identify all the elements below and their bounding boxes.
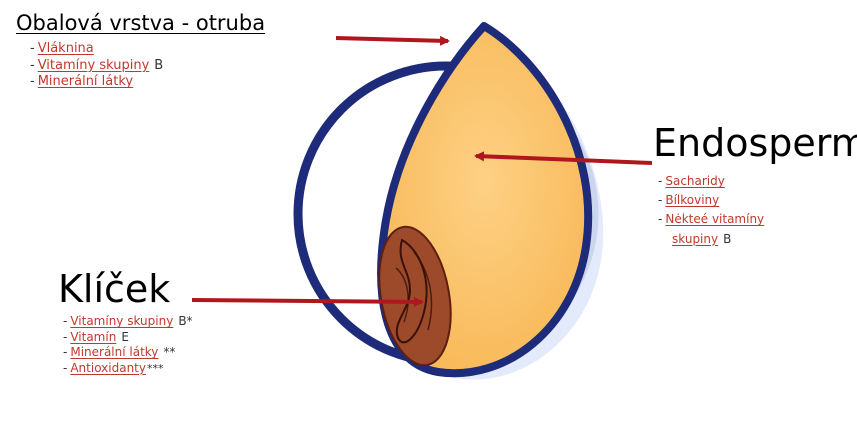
vitamin-e-link[interactable]: Vitamín	[70, 330, 116, 344]
germ-arrow	[192, 300, 422, 302]
fiber-link[interactable]: Vláknina	[38, 41, 94, 56]
list-item: -Sacharidy	[658, 172, 857, 191]
b-vitamins-link[interactable]: Vitamíny skupiny	[70, 314, 173, 328]
b-group-link[interactable]: skupiny	[672, 232, 718, 246]
minerals-link[interactable]: Minerální látky	[38, 74, 133, 89]
endosperm-item-suffix: B	[723, 232, 731, 246]
list-item: -Minerální látky**	[63, 345, 193, 361]
germ-item-suffix: ***	[147, 362, 164, 375]
germ-item-suffix: E	[121, 330, 129, 344]
endosperm-title: Endosperm	[653, 124, 857, 162]
antioxidants-link[interactable]: Antioxidanty	[70, 361, 146, 375]
saccharides-link[interactable]: Sacharidy	[665, 174, 725, 188]
germ-title: Klíček	[58, 270, 193, 308]
list-item: -Nėkteé vitamíny	[658, 210, 857, 229]
proteins-link[interactable]: Bílkoviny	[665, 193, 719, 207]
bran-arrow	[336, 38, 448, 41]
list-item: -Minerální látky	[30, 74, 265, 91]
list-item: skupiny B	[658, 230, 857, 249]
bran-title: Obalová vrstva - otruba	[16, 13, 265, 34]
bran-label-block: Obalová vrstva - otruba -Vláknina -Vitam…	[16, 13, 265, 91]
some-vitamins-link[interactable]: Nėkteé vitamíny	[665, 212, 764, 226]
bran-item-suffix: B	[154, 58, 163, 73]
list-item: -Antioxidanty***	[63, 361, 193, 377]
endosperm-label-block: Endosperm -Sacharidy -Bílkoviny -Nėkteé …	[653, 124, 857, 249]
minerals-link[interactable]: Minerální látky	[70, 345, 158, 359]
list-item: -Bílkoviny	[658, 191, 857, 210]
b-vitamins-link[interactable]: Vitamíny skupiny	[38, 58, 150, 73]
list-item: -Vláknina	[30, 41, 265, 58]
germ-item-suffix: **	[163, 345, 175, 359]
endosperm-items: -Sacharidy -Bílkoviny -Nėkteé vitamíny s…	[658, 172, 857, 249]
germ-item-suffix: B*	[178, 314, 192, 328]
